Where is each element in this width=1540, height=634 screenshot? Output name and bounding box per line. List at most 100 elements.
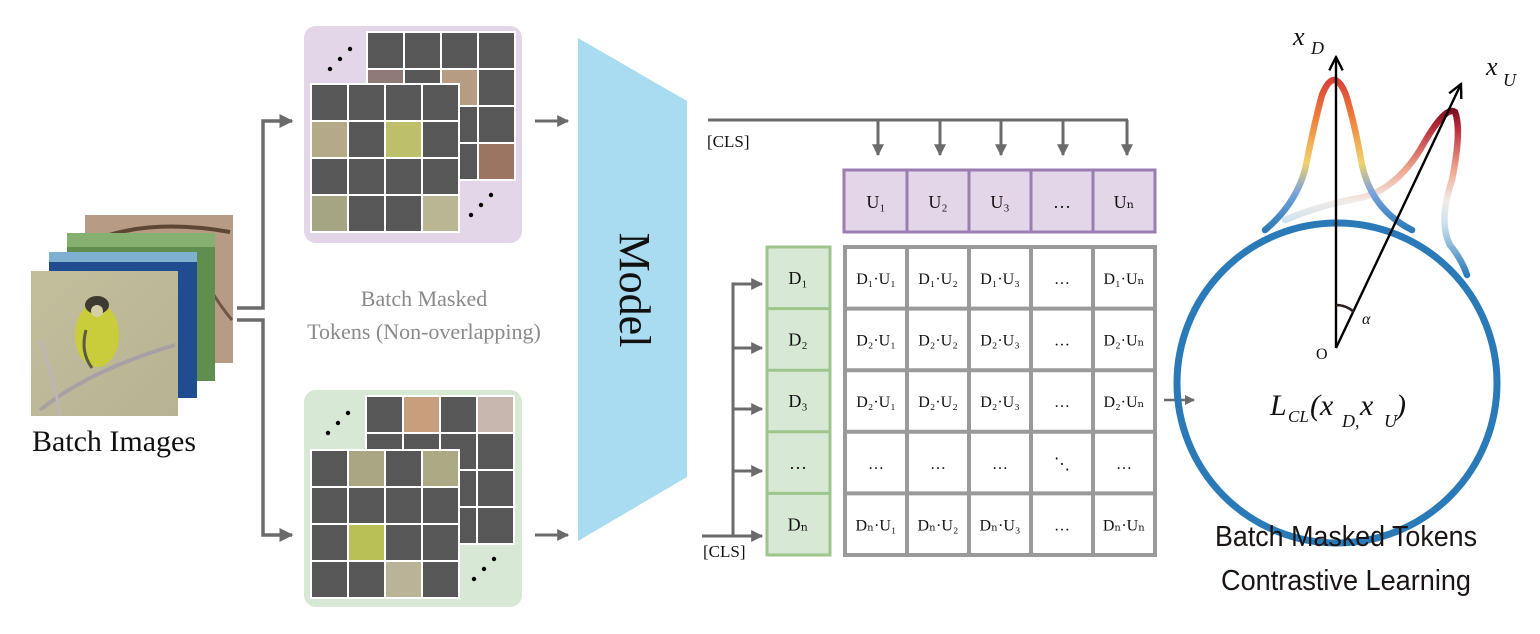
masked-tokens-panel-u	[304, 26, 522, 243]
masked-tile	[479, 107, 514, 142]
x-u-label: x U	[1485, 52, 1517, 90]
matrix-cell: Dₙ·U₁	[856, 517, 897, 534]
d-token-3: D₃	[788, 391, 807, 411]
hypersphere-illustration	[1173, 57, 1501, 547]
matrix-cell: D₂·U₃	[980, 333, 1020, 350]
masked-tile	[442, 33, 477, 68]
matrix-frame	[843, 245, 1157, 557]
ellipsis-dots-bottom-right	[468, 192, 494, 218]
bird-image	[31, 271, 178, 417]
split-connector	[237, 114, 294, 542]
masked-tile	[386, 159, 421, 194]
masked-tile	[423, 525, 458, 560]
matrix-cell: …	[1054, 333, 1070, 350]
model-block: Model	[578, 38, 687, 541]
image-patch-tile	[423, 196, 458, 231]
svg-text:U: U	[1384, 411, 1398, 431]
matrix-cell: D₁·Uₙ	[1104, 271, 1145, 288]
matrix-cell: …	[868, 456, 884, 473]
masked-tile	[312, 451, 347, 486]
masked-tile	[386, 451, 421, 486]
svg-text:CL: CL	[1288, 407, 1309, 426]
image-patch-tile	[386, 122, 421, 157]
svg-text:): )	[1394, 389, 1406, 422]
masked-tokens-label-line2: Tokens (Non-overlapping)	[307, 319, 541, 344]
matrix-cell: D₁·U₃	[980, 271, 1020, 288]
caption-line2: Contrastive Learning	[1221, 565, 1471, 597]
cls-label-bottom: [CLS]	[703, 542, 746, 561]
cls-label-top: [CLS]	[707, 132, 750, 151]
mask-grid-front-u	[310, 83, 460, 233]
model-label: Model	[610, 233, 659, 348]
image-patch-tile	[423, 451, 458, 486]
mask-grid-front-d	[310, 449, 460, 599]
svg-text:(x: (x	[1310, 389, 1334, 422]
masked-tokens-panel-d	[304, 390, 522, 607]
masked-tile	[349, 159, 384, 194]
cls-bus-bottom	[702, 278, 764, 542]
u-token-2: U₂	[928, 192, 947, 212]
matrix-cell: D₂·U₂	[918, 394, 958, 411]
matrix-cell: ⋱	[1054, 456, 1070, 473]
masked-tile	[312, 562, 347, 597]
masked-tile	[386, 525, 421, 560]
matrix-cell: …	[1054, 394, 1070, 411]
d-token-5: Dₙ	[788, 514, 809, 534]
u-token-4: …	[1053, 192, 1071, 212]
d-token-4: …	[789, 453, 807, 473]
masked-tile	[423, 488, 458, 523]
svg-text:x: x	[1359, 389, 1374, 422]
matrix-cell: D₂·Uₙ	[1104, 394, 1145, 411]
masked-tile	[423, 85, 458, 120]
matrix-cell: …	[1054, 271, 1070, 288]
ellipsis-dots-top-left	[327, 46, 353, 72]
masked-tile	[312, 488, 347, 523]
d-token-2: D₂	[788, 330, 807, 350]
svg-text:x: x	[1485, 52, 1498, 81]
u-row-frame	[842, 168, 1157, 234]
masked-tile	[312, 85, 347, 120]
masked-tile	[478, 434, 513, 469]
loss-formula: L CL (x D, x U )	[1269, 389, 1406, 431]
matrix-cell: D₁·U₂	[918, 271, 958, 288]
svg-text:D,: D,	[1341, 411, 1360, 431]
svg-text:x: x	[1292, 22, 1305, 51]
masked-tile	[386, 196, 421, 231]
matrix-cell: …	[930, 456, 946, 473]
masked-tile	[368, 33, 403, 68]
masked-tile	[349, 85, 384, 120]
masked-tile	[312, 525, 347, 560]
image-patch-tile	[479, 144, 514, 179]
matrix-cell: D₂·U₁	[856, 333, 896, 350]
masked-tile	[349, 562, 384, 597]
matrix-cell: …	[1116, 456, 1132, 473]
image-patch-tile	[386, 562, 421, 597]
panel-to-model-arrows	[535, 115, 570, 541]
ellipsis-dots-bottom-right	[471, 556, 497, 582]
masked-tile	[367, 397, 402, 432]
matrix-cell: …	[1054, 517, 1070, 534]
peak-d-curve	[1261, 76, 1416, 234]
cls-bus-top	[708, 118, 1133, 157]
image-patch-tile	[312, 196, 347, 231]
masked-tile	[349, 122, 384, 157]
masked-tile	[423, 562, 458, 597]
masked-tile	[478, 471, 513, 506]
image-patch-tile	[478, 397, 513, 432]
masked-tile	[479, 70, 514, 105]
matrix-cell: D₂·U₃	[980, 394, 1020, 411]
origin-label: O	[1316, 346, 1328, 363]
masked-tokens-label-line1: Batch Masked	[361, 286, 487, 311]
masked-tile	[405, 33, 440, 68]
x-d-label: x D	[1292, 22, 1324, 58]
masked-tile	[349, 488, 384, 523]
svg-text:U: U	[1503, 70, 1517, 90]
image-patch-tile	[312, 122, 347, 157]
caption-line1: Batch Masked Tokens	[1215, 521, 1477, 553]
d-token-1: D₁	[788, 268, 807, 288]
alpha-label: α	[1362, 311, 1371, 328]
d-token-column: D₁ D₂ D₃ … Dₙ	[765, 245, 832, 557]
masked-tile	[423, 159, 458, 194]
